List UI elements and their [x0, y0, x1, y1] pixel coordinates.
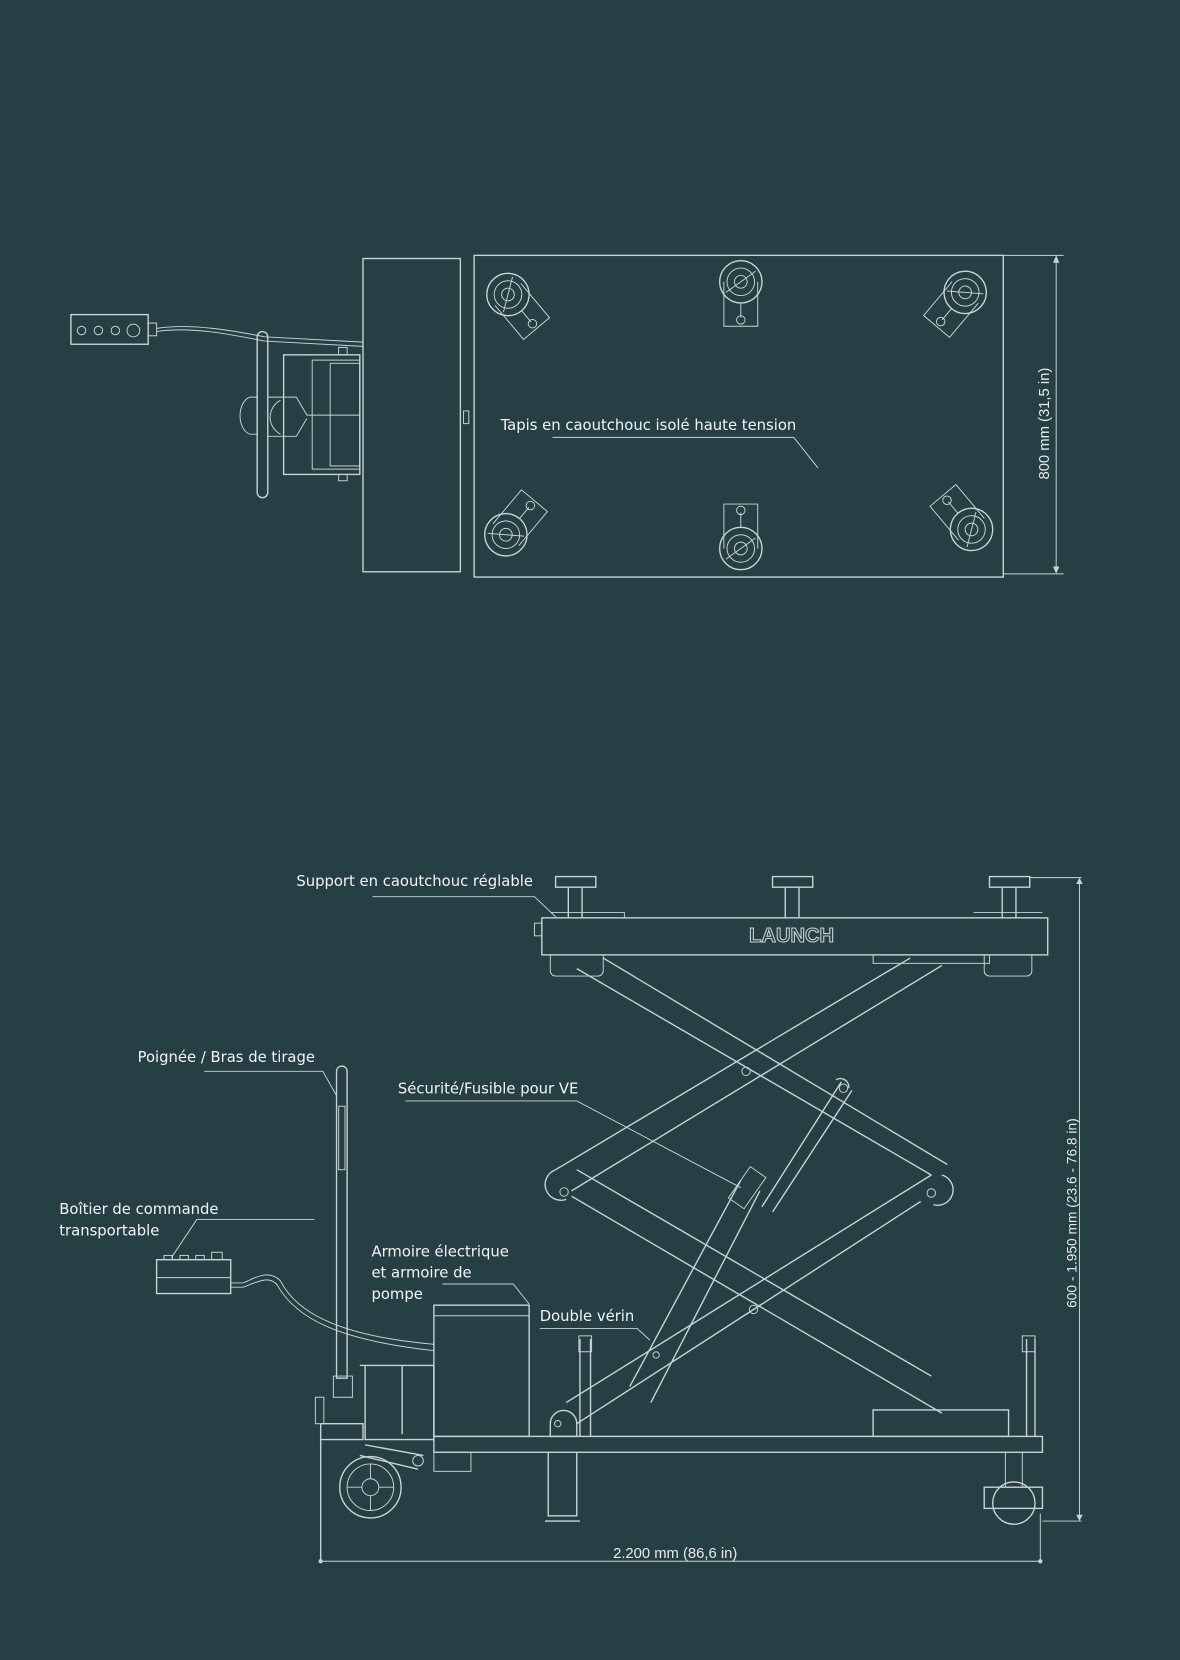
dimension-length: 2.200 mm (86,6 in): [318, 1513, 1043, 1564]
remote-control-top: [70, 313, 158, 345]
label-control-box-line2: transportable: [59, 1222, 159, 1239]
brand-logo: LAUNCH: [749, 925, 834, 947]
dimension-height: 600 - 1.950 mm (23.6 - 76.8 in): [1029, 877, 1083, 1522]
label-cabinet-line2: et armoire de: [371, 1265, 471, 1282]
label-fuse: Sécurité/Fusible pour VE: [398, 1081, 578, 1098]
label-control-box-line1: Boîtier de commande: [59, 1201, 218, 1218]
rubber-supports: [550, 875, 1043, 918]
cabinet-top: [362, 257, 462, 573]
callout-fuse: Sécurité/Fusible pour VE: [398, 1081, 742, 1189]
cable-top: [156, 326, 364, 347]
label-cabinet-line1: Armoire électrique: [371, 1243, 508, 1260]
lift-pad: [929, 483, 994, 552]
hydraulic-cylinder: [629, 1077, 853, 1403]
base-frame: [433, 1335, 1044, 1522]
lift-pad: [718, 503, 763, 571]
callout-cabinet: Armoire électrique et armoire de pompe: [371, 1243, 530, 1305]
label-handle: Poignée / Bras de tirage: [138, 1049, 315, 1066]
pull-handle: [332, 1065, 353, 1398]
callout-support: Support en caoutchouc réglable: [296, 873, 556, 918]
lift-pad: [484, 489, 549, 557]
scissor-arms: [544, 957, 954, 1425]
mat-callout: Tapis en caoutchouc isolé haute tension: [500, 417, 819, 469]
label-support: Support en caoutchouc réglable: [296, 873, 533, 890]
lift-pad: [486, 272, 551, 341]
dimension-width-label: 800 mm (31,5 in): [1037, 368, 1053, 480]
side-view: LAUNCH: [59, 873, 1083, 1564]
electrical-cabinet: [433, 1304, 530, 1438]
label-mat: Tapis en caoutchouc isolé haute tension: [500, 417, 797, 434]
dimension-width: 800 mm (31,5 in): [1003, 254, 1064, 575]
dimension-length-label: 2.200 mm (86,6 in): [613, 1546, 737, 1562]
dimension-height-label: 600 - 1.950 mm (23.6 - 76.8 in): [1064, 1118, 1079, 1308]
front-wheel: [339, 1455, 402, 1519]
top-view: Tapis en caoutchouc isolé haute tension …: [70, 254, 1064, 578]
lift-pad: [718, 259, 763, 327]
handle-top: [256, 330, 269, 499]
pads-top: [484, 259, 994, 571]
callout-handle: Poignée / Bras de tirage: [138, 1049, 337, 1096]
callout-cylinder: Double vérin: [539, 1308, 651, 1341]
lift-pad: [922, 270, 988, 338]
pump-unit: [314, 1364, 472, 1562]
platform-side: LAUNCH: [533, 917, 1049, 977]
callout-control-box: Boîtier de commande transportable: [59, 1201, 315, 1258]
pump-top: [239, 346, 361, 482]
label-cabinet-line3: pompe: [371, 1286, 422, 1303]
control-box-side: [155, 1251, 434, 1352]
rear-wheel: [983, 1452, 1044, 1525]
platform-top: [473, 254, 1004, 578]
label-cylinder: Double vérin: [540, 1308, 635, 1325]
